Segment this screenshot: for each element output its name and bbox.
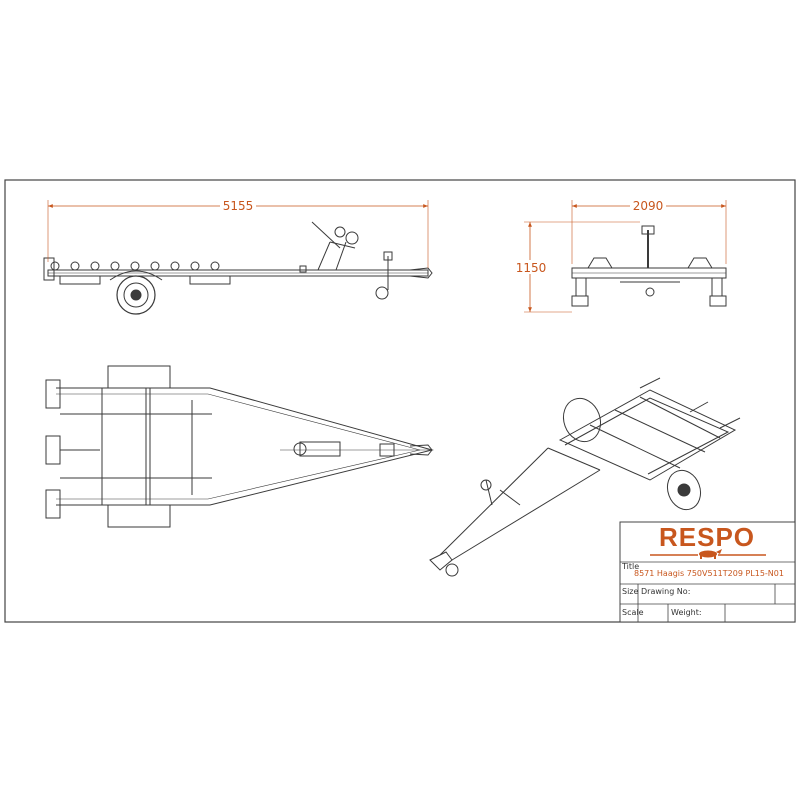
width-dimension-label: 2090 (633, 199, 664, 213)
weight-label: Weight: (671, 608, 702, 617)
side-rollers (50, 261, 220, 271)
side-view (43, 221, 433, 315)
front-view (571, 225, 727, 307)
iso-view (429, 377, 741, 577)
length-dimension-label: 5155 (223, 199, 254, 213)
drawing-no-label: Drawing No: (641, 587, 690, 596)
jockey-wheel (375, 286, 389, 300)
title-value: 8571 Haagis 750V511T209 PL15-N01 (634, 569, 784, 578)
size-label: Size (622, 587, 639, 596)
dimension-height: 1150 (515, 221, 640, 313)
title-label: Title (621, 562, 639, 571)
scale-label: Scale (622, 608, 644, 617)
top-view (45, 365, 434, 528)
side-wheel (116, 275, 156, 315)
dimension-width: 2090 (571, 198, 727, 264)
height-dimension-label: 1150 (516, 261, 547, 275)
respo-logo: RESPO (659, 522, 755, 552)
title-block: RESPO Title 8571 Haagis 750V511T209 PL15… (619, 521, 796, 623)
dimension-length: 5155 (47, 198, 429, 268)
drawing-border (4, 179, 796, 623)
bull-logo-icon (699, 549, 722, 559)
